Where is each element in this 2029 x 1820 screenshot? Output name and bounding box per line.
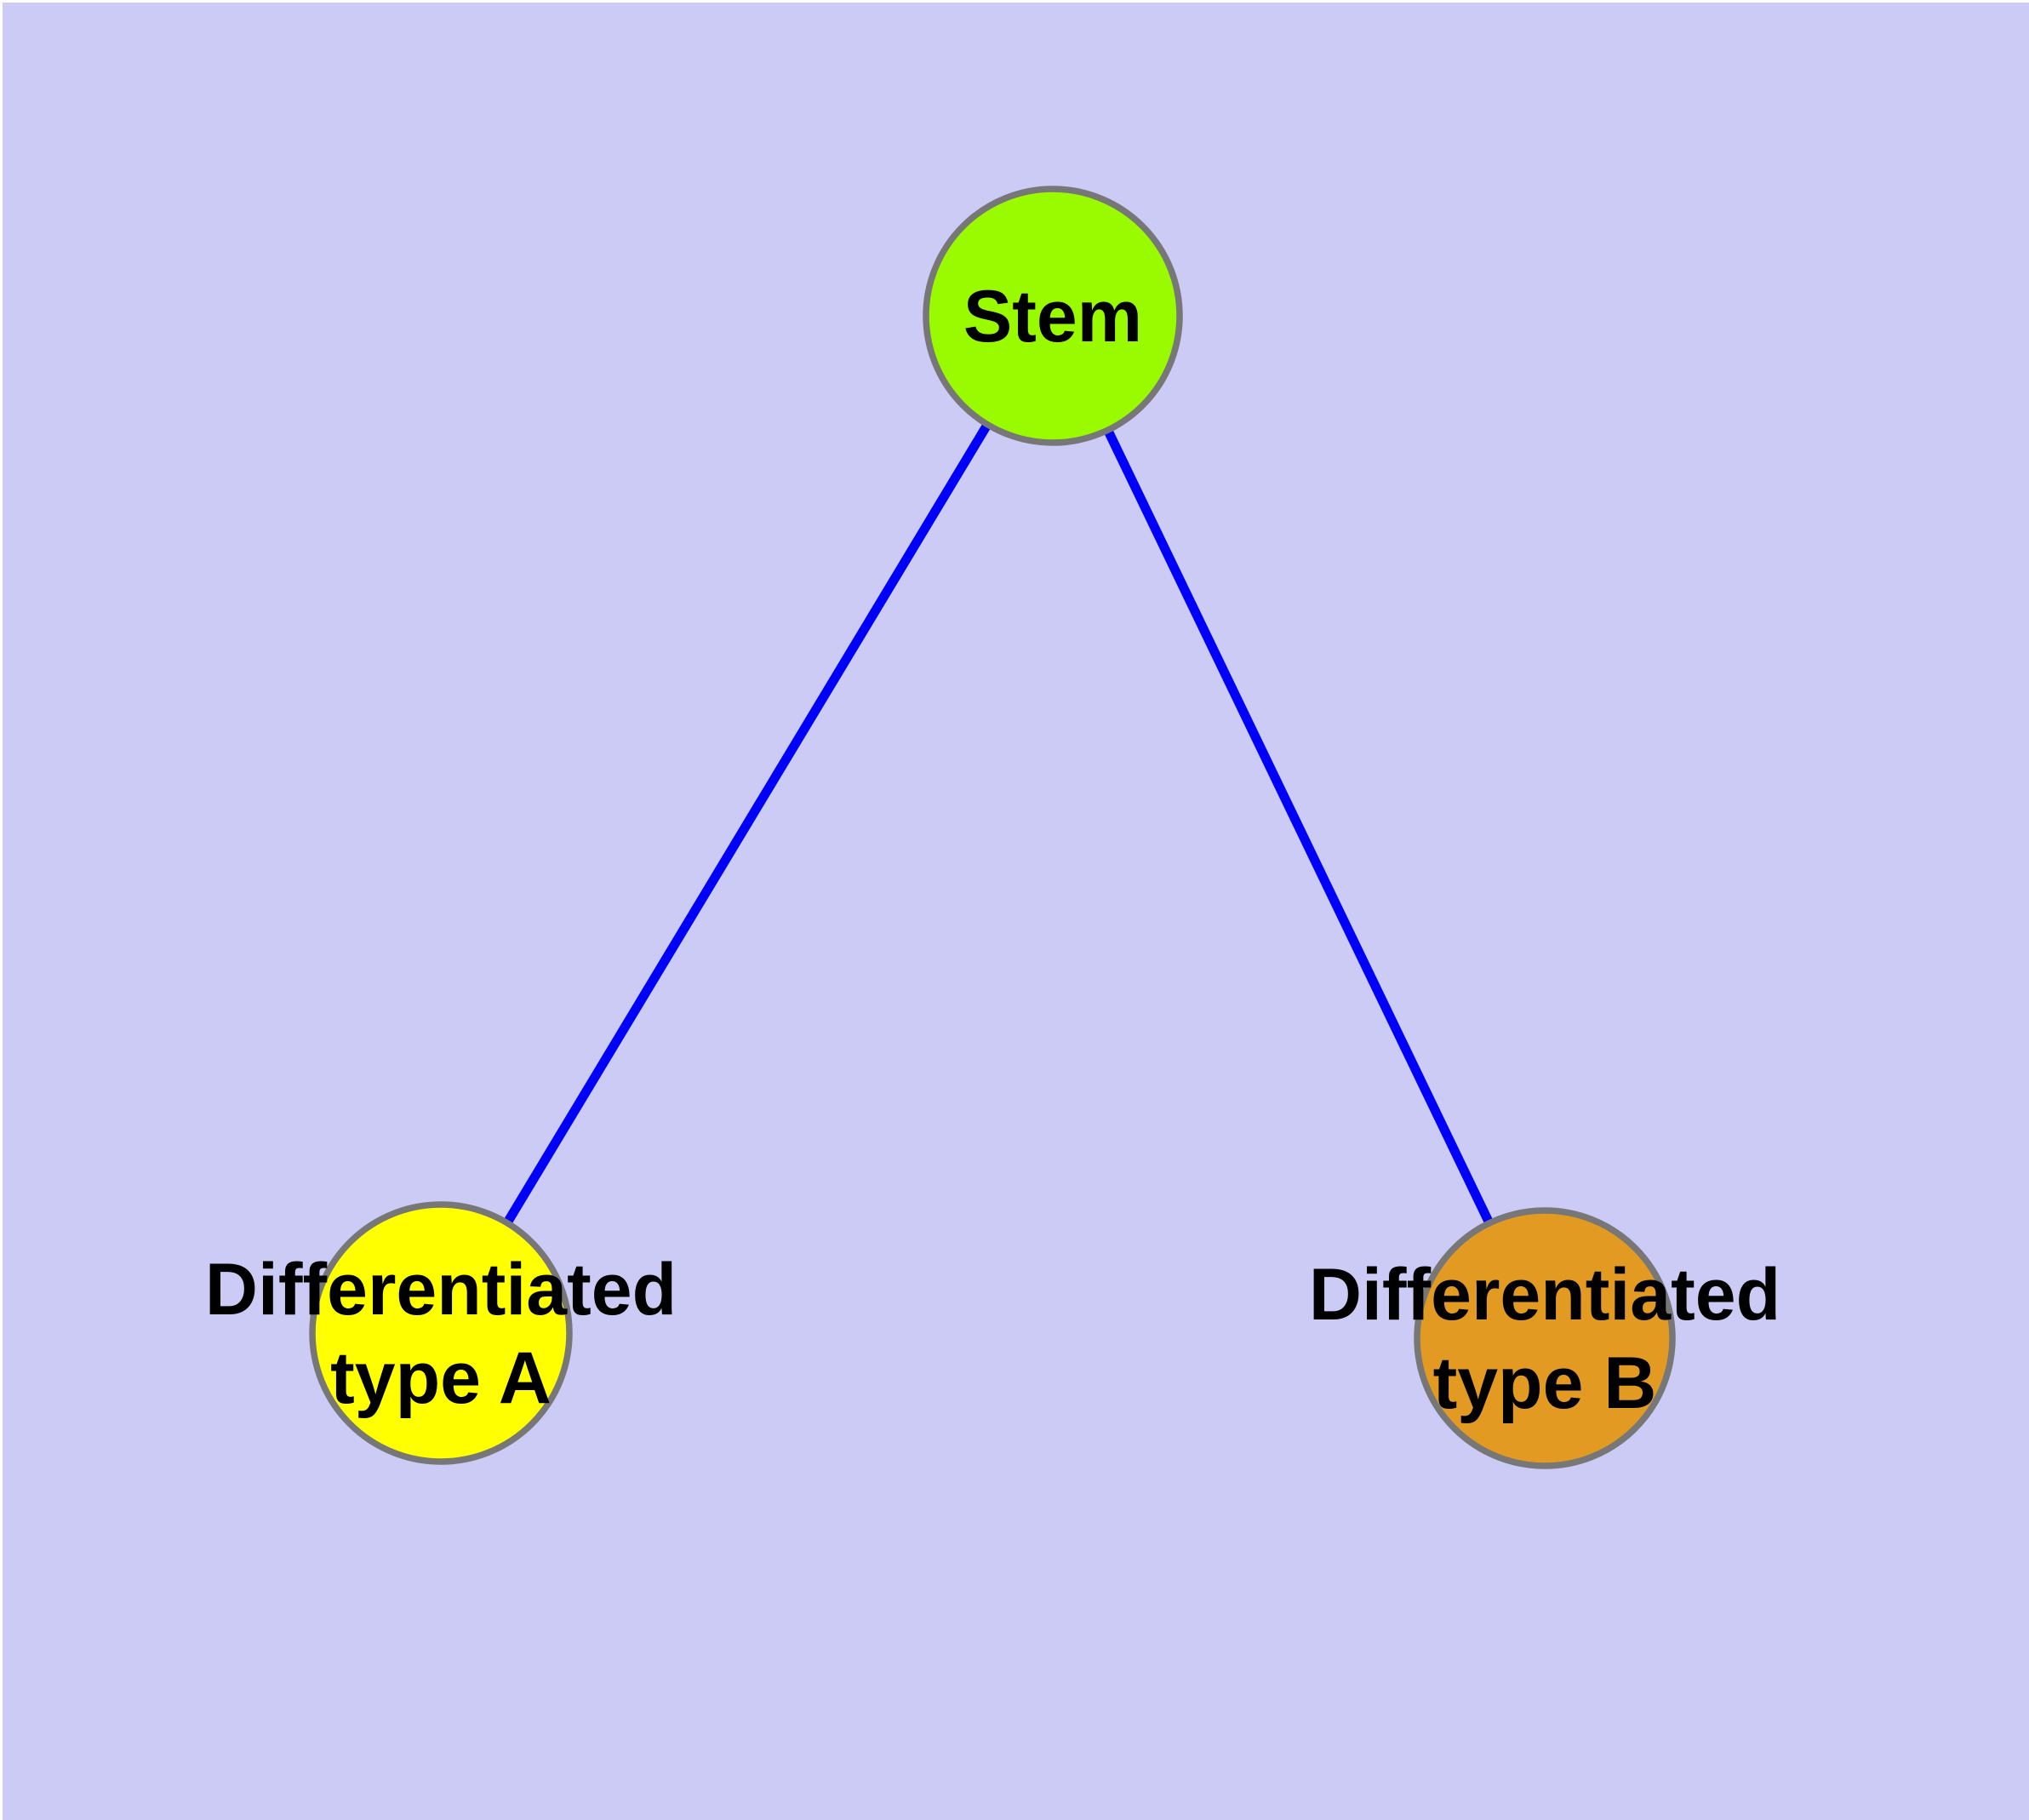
- edge-stem-to-type-b: [1049, 313, 1549, 1341]
- node-type-a: Differentiated type A: [205, 1201, 677, 1465]
- node-type-a-circle: [309, 1201, 573, 1465]
- node-type-b: Differentiated type B: [1309, 1207, 1780, 1469]
- edge-stem-to-type-a: [437, 313, 1057, 1336]
- node-type-b-circle: [1414, 1207, 1676, 1469]
- node-stem: Stem: [923, 186, 1183, 446]
- node-stem-circle: [923, 186, 1183, 446]
- node-stem-label: Stem: [963, 276, 1142, 358]
- node-type-b-label-line2: type B: [1433, 1342, 1657, 1424]
- node-type-a-label-line1: Differentiated: [205, 1249, 677, 1331]
- node-type-a-label-line2: type A: [330, 1337, 552, 1419]
- node-type-b-label-line1: Differentiated: [1309, 1254, 1780, 1336]
